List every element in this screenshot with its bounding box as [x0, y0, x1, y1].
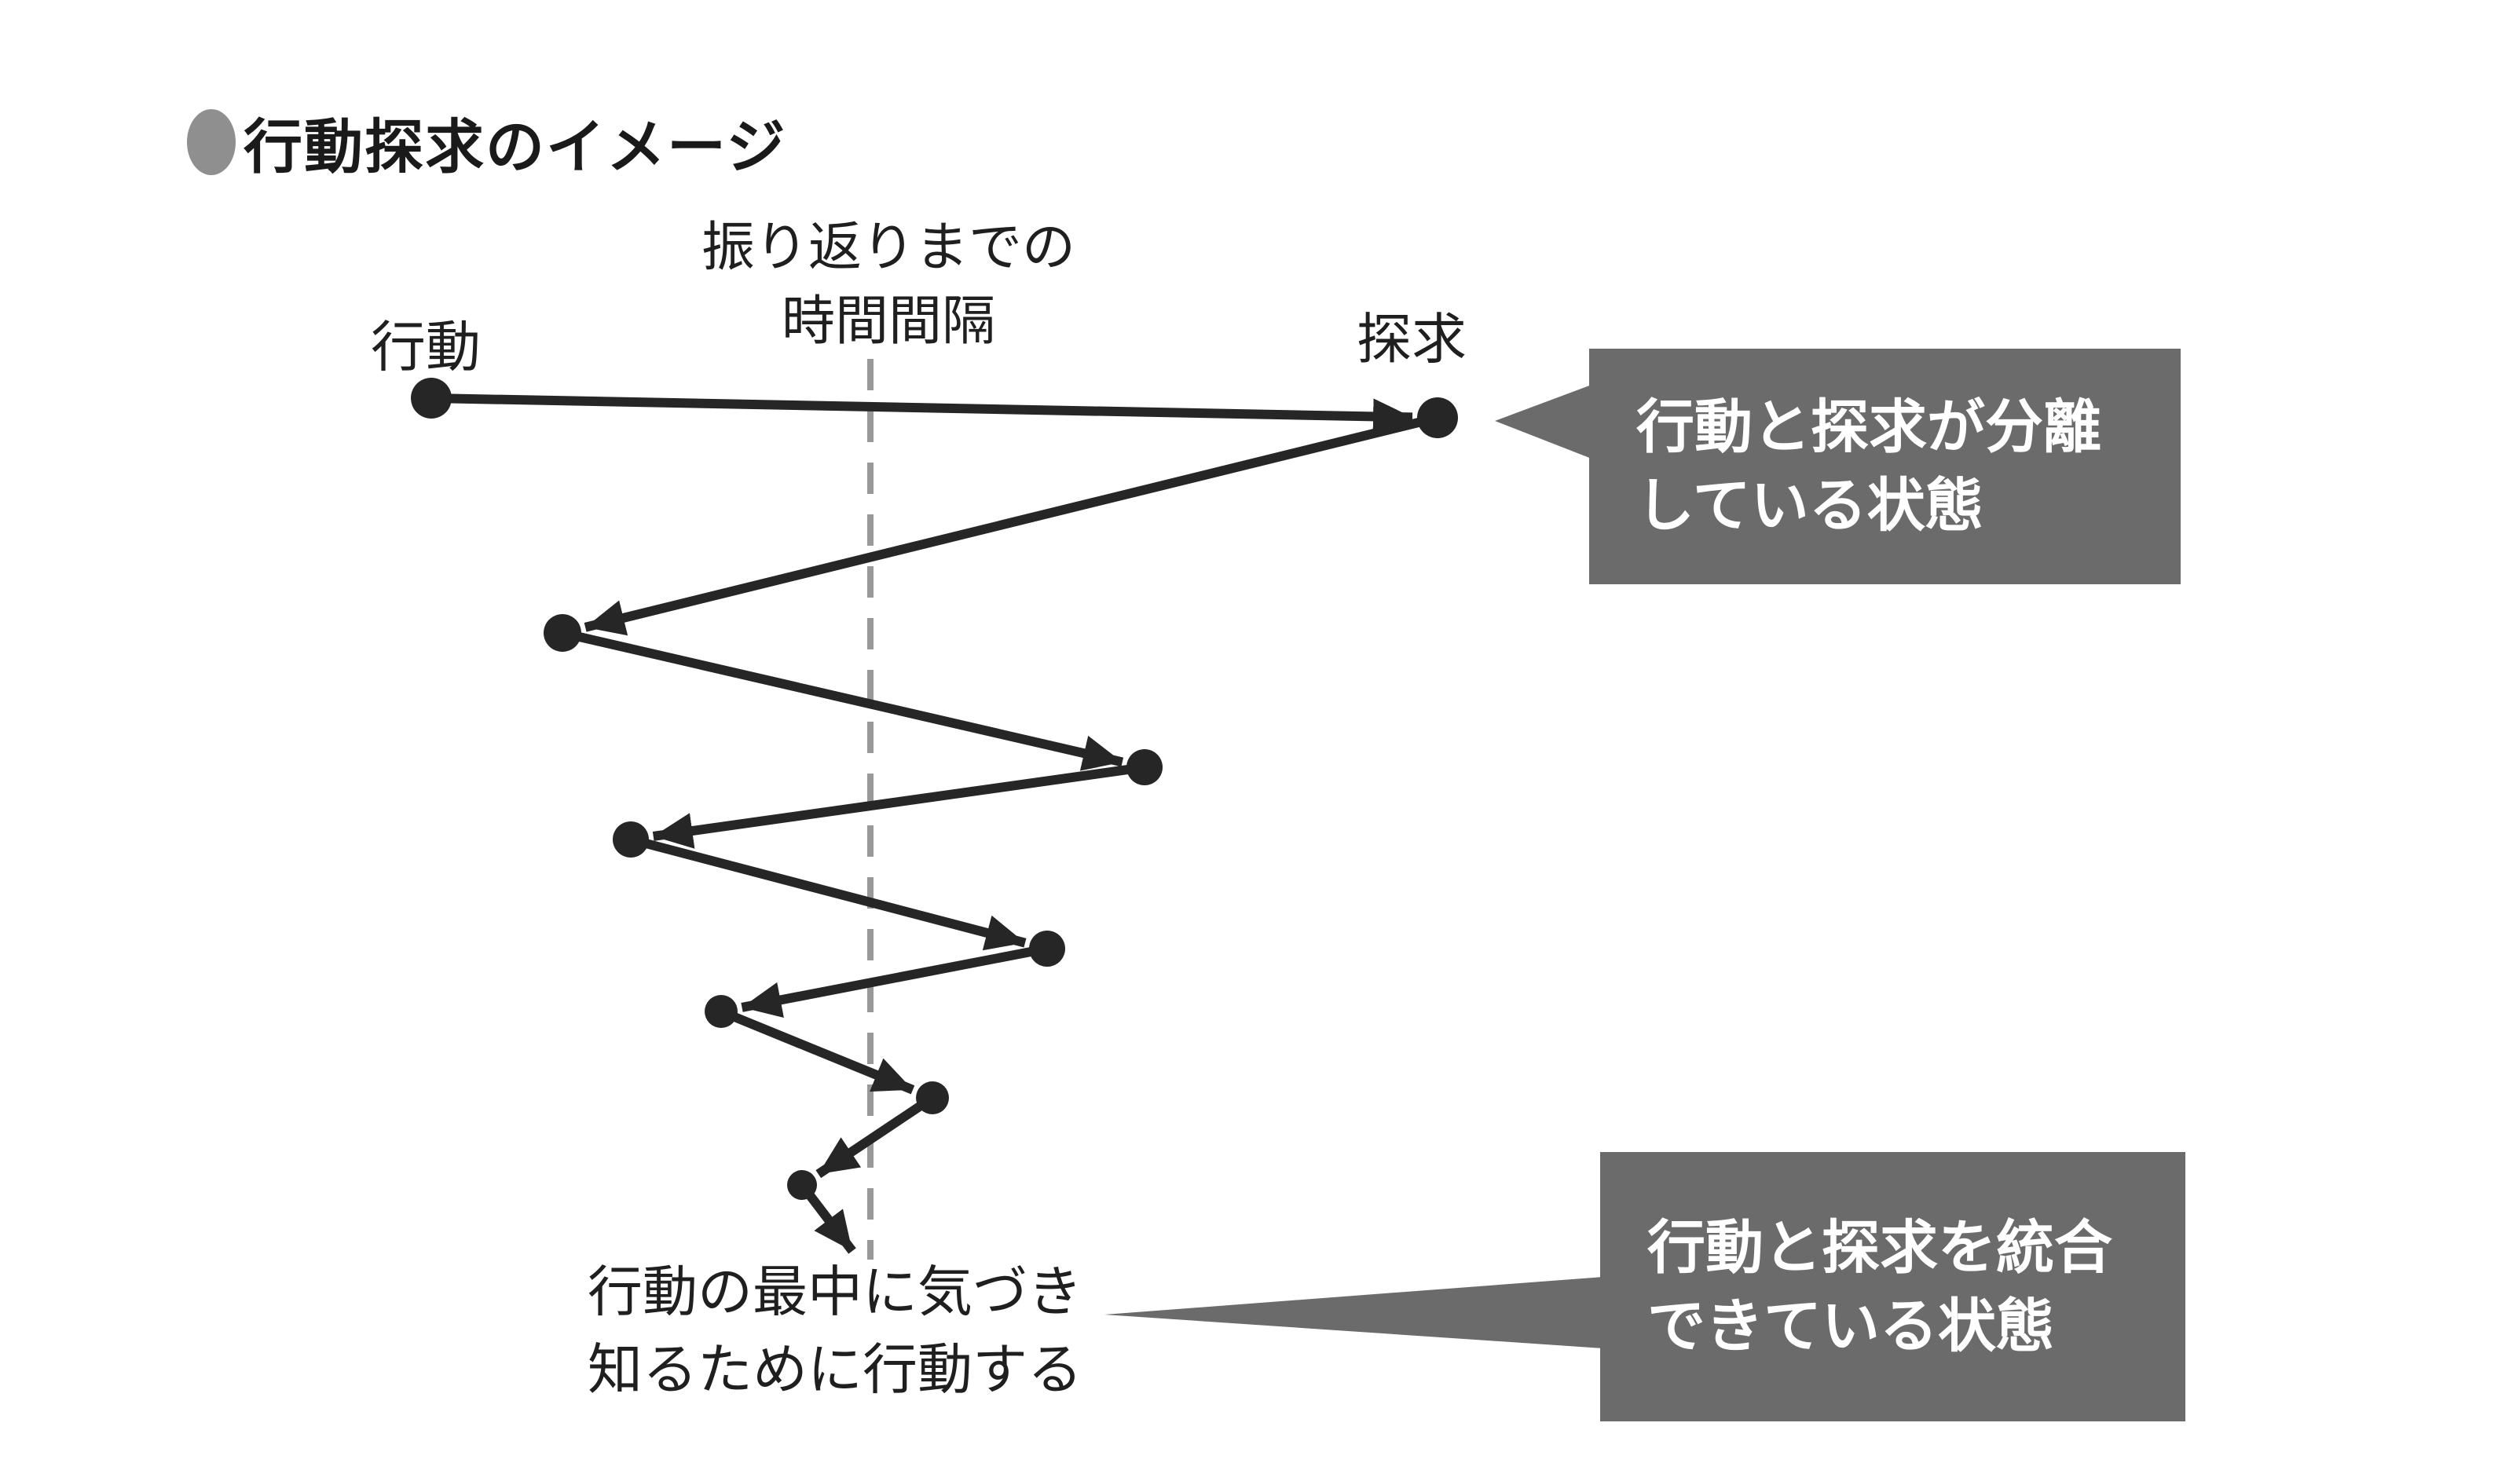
- label-bottom-note: 行動の最中に気づき 知るために行動する: [588, 1253, 1082, 1409]
- callout-separated-line2: している状態: [1636, 473, 1983, 538]
- callout-separated-state: 行動と探求が分離 している状態: [1589, 349, 2181, 584]
- label-inquiry: 探求: [1357, 309, 1467, 370]
- figure-title: 行動探求のイメージ: [187, 99, 787, 185]
- figure-title-text: 行動探求のイメージ: [244, 114, 787, 180]
- callout-integrated-line1: 行動と探求を統合: [1647, 1214, 2112, 1280]
- label-bottom-note-line1: 行動の最中に気づき: [588, 1261, 1082, 1322]
- label-reflection-interval-line1: 振り返りまでの: [701, 218, 1075, 277]
- label-reflection-interval: 振り返りまでの 時間間隔: [633, 210, 1144, 358]
- callout-integrated-state: 行動と探求を統合 できている状態: [1600, 1152, 2185, 1421]
- label-reflection-interval-line2: 時間間隔: [781, 291, 995, 351]
- callout-integrated-line2: できている状態: [1647, 1293, 2054, 1359]
- label-action: 行動: [371, 316, 481, 378]
- label-bottom-note-line2: 知るために行動する: [588, 1339, 1082, 1400]
- bullet-icon: [187, 108, 236, 175]
- callout-separated-line1: 行動と探求が分離: [1636, 394, 2101, 459]
